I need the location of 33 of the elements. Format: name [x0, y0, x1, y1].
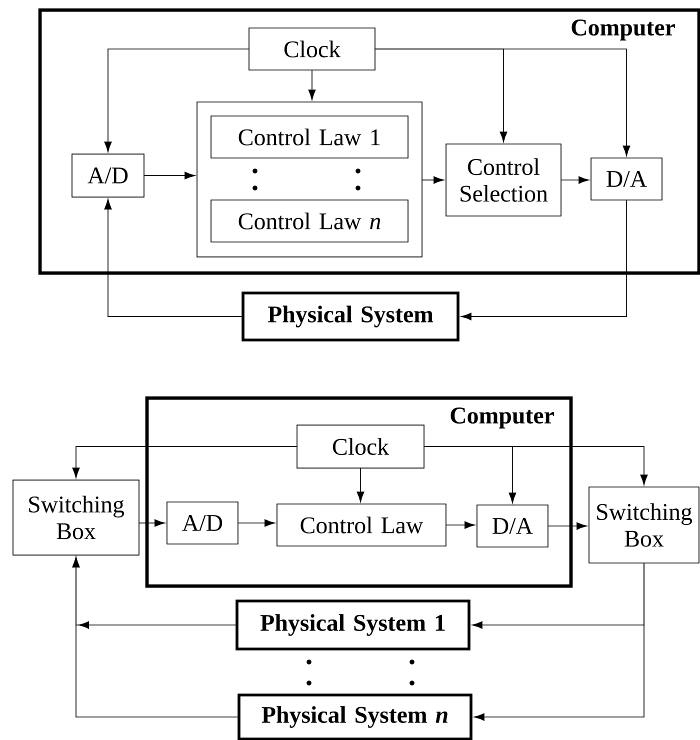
- clock-box: Clock: [296, 424, 424, 468]
- arrow: [308, 70, 316, 100]
- converter-box: A/D: [166, 502, 238, 544]
- arrow: [72, 556, 238, 718]
- arrow: [375, 48, 630, 156]
- physical-system-box: Physical System: [242, 292, 460, 342]
- arrow: [446, 521, 476, 529]
- physical-system-box: Physical System n: [238, 694, 472, 740]
- arrow: [72, 446, 298, 478]
- switching-box: Switching Box: [588, 486, 700, 564]
- arrow: [104, 48, 249, 152]
- control-law-box: Control Law 1: [210, 116, 408, 158]
- arrow: [474, 563, 644, 721]
- arrow: [422, 176, 444, 184]
- arrow: [356, 468, 364, 502]
- control-law-box: Control Law: [276, 504, 446, 546]
- arrow: [561, 176, 590, 184]
- control-law-box: Control Law n: [210, 200, 408, 242]
- physical-system-box: Physical System 1: [236, 600, 470, 650]
- arrow: [139, 519, 166, 527]
- switching-box: Switching Box: [12, 480, 140, 556]
- control-law-group-box: [196, 102, 422, 258]
- control-selection-box: Control Selection: [446, 144, 562, 216]
- arrow: [238, 519, 276, 527]
- arrow: [144, 172, 196, 180]
- arrow: [424, 446, 648, 486]
- arrow: [460, 200, 627, 320]
- converter-box: D/A: [590, 158, 662, 200]
- converter-box: A/D: [72, 154, 144, 198]
- clock-box: Clock: [248, 28, 376, 70]
- arrow: [104, 198, 242, 317]
- converter-box: D/A: [476, 504, 548, 548]
- arrow: [548, 522, 588, 530]
